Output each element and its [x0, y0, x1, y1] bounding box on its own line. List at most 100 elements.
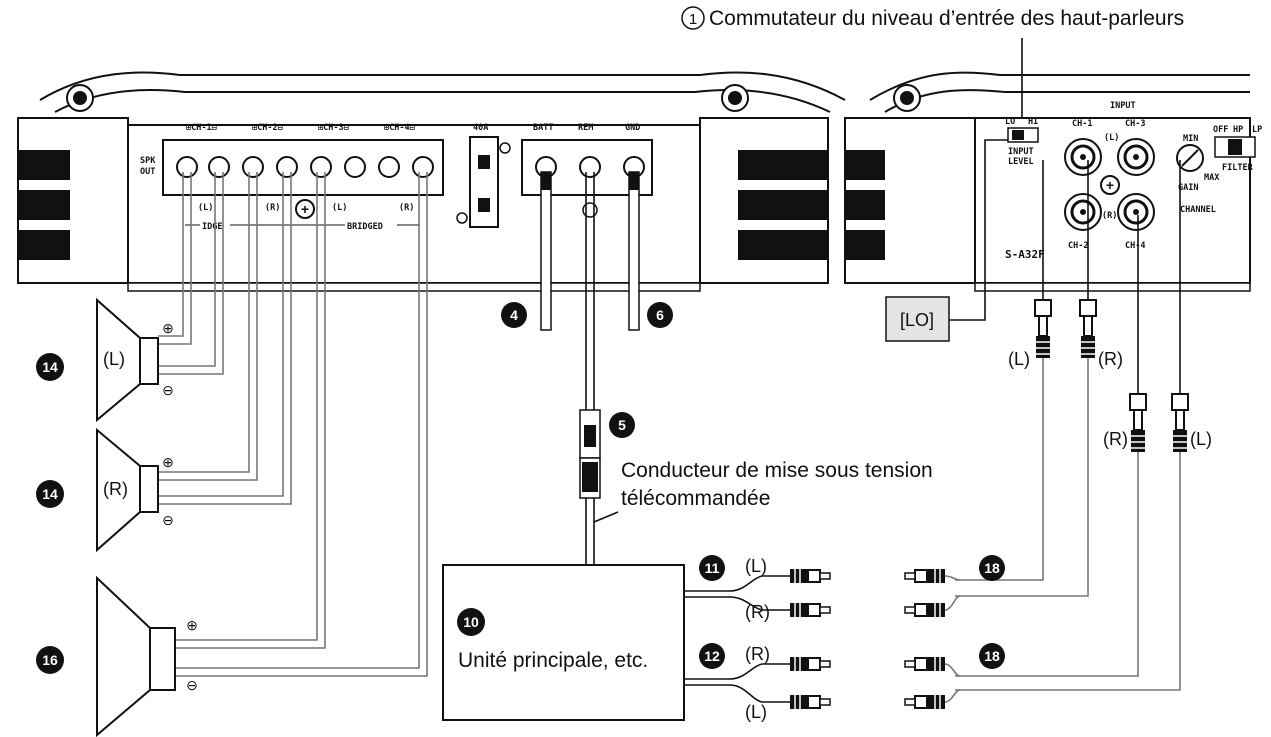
badge-5: 5 — [609, 412, 635, 438]
svg-text:1: 1 — [689, 11, 697, 28]
svg-text:(L): (L) — [745, 556, 767, 576]
filter-switch — [1214, 136, 1256, 158]
svg-text:HI: HI — [1028, 117, 1038, 127]
svg-text:⊞CH-4⊟: ⊞CH-4⊟ — [384, 123, 415, 133]
svg-text:⊞CH-1⊟: ⊞CH-1⊟ — [186, 123, 217, 133]
svg-text:⊕: ⊕ — [162, 454, 174, 470]
svg-text:CHANNEL: CHANNEL — [1180, 205, 1216, 215]
svg-text:(R): (R) — [745, 602, 770, 622]
svg-text:BATT: BATT — [533, 123, 553, 133]
plus-icon: + — [295, 199, 315, 219]
svg-text:11: 11 — [705, 560, 720, 576]
svg-text:14: 14 — [42, 486, 58, 502]
svg-text:Unité principale, etc.: Unité principale, etc. — [458, 649, 648, 672]
power-terminal-block — [535, 156, 645, 178]
svg-text:(R): (R) — [265, 203, 280, 213]
svg-text:CH-4: CH-4 — [1125, 241, 1145, 251]
svg-text:MAX: MAX — [1204, 173, 1219, 183]
svg-text:18: 18 — [984, 560, 1000, 576]
svg-text:LEVEL: LEVEL — [1008, 157, 1034, 167]
svg-text:6: 6 — [656, 307, 664, 323]
svg-text:⊕: ⊕ — [162, 320, 174, 336]
screw-icon — [893, 84, 921, 112]
svg-text:(R): (R) — [745, 644, 770, 664]
svg-text:⊖: ⊖ — [186, 677, 198, 693]
svg-text:+: + — [301, 201, 309, 217]
svg-text:⊞CH-3⊟: ⊞CH-3⊟ — [318, 123, 349, 133]
badge-4: 4 — [501, 302, 527, 328]
badge-14-left: 14 — [36, 353, 64, 381]
svg-text:⊞CH-2⊟: ⊞CH-2⊟ — [252, 123, 283, 133]
rca-input-cables: (L) (R) (R) (L) — [955, 160, 1212, 691]
svg-text:LO: LO — [1005, 117, 1015, 127]
badge-12: 12 — [699, 643, 725, 669]
screw-icon — [721, 84, 749, 112]
svg-text:BRIDGED: BRIDGED — [347, 222, 383, 232]
svg-text:INPUT: INPUT — [1008, 147, 1034, 157]
svg-text:(R): (R) — [103, 479, 128, 499]
badge-14-right: 14 — [36, 480, 64, 508]
svg-text:(R): (R) — [1103, 429, 1128, 449]
svg-text:(R): (R) — [399, 203, 414, 213]
svg-text:IDGE: IDGE — [202, 222, 222, 232]
svg-text:(L): (L) — [198, 203, 213, 213]
svg-text:18: 18 — [984, 648, 1000, 664]
screw-icon — [66, 84, 94, 112]
svg-text:CH-1: CH-1 — [1072, 119, 1092, 129]
svg-text:OUT: OUT — [140, 167, 155, 177]
svg-text:CH-2: CH-2 — [1068, 241, 1088, 251]
svg-text:14: 14 — [42, 359, 58, 375]
badge-11: 11 — [699, 555, 725, 581]
svg-text:⊖: ⊖ — [162, 512, 174, 528]
svg-text:16: 16 — [42, 652, 58, 668]
svg-text:HP: HP — [1233, 125, 1243, 135]
badge-18-bottom: 18 — [979, 643, 1005, 669]
remote-wire-label-line1: Conducteur de mise sous tension — [621, 459, 933, 482]
svg-text:INPUT: INPUT — [1110, 101, 1136, 111]
right-amplifier: LO HI INPUT LEVEL INPUT CH-1 CH-3 (L) (R… — [844, 71, 1262, 292]
svg-text:10: 10 — [463, 614, 479, 630]
svg-text:12: 12 — [704, 648, 720, 664]
svg-text:MIN: MIN — [1183, 134, 1198, 144]
svg-text:GAIN: GAIN — [1178, 183, 1198, 193]
power-wires — [540, 171, 640, 565]
speaker-wires — [158, 172, 428, 677]
svg-text:+: + — [1106, 177, 1114, 193]
badge-6: 6 — [647, 302, 673, 328]
svg-text:4: 4 — [510, 307, 518, 323]
input-level-switch — [1007, 127, 1039, 143]
svg-text:⊖: ⊖ — [162, 382, 174, 398]
svg-text:40A: 40A — [473, 123, 488, 133]
fuse-holder — [456, 136, 511, 228]
svg-text:LP: LP — [1252, 125, 1262, 135]
left-amplifier: ⊞CH-1⊟ ⊞CH-2⊟ ⊞CH-3⊟ ⊞CH-4⊟ SPK OUT (L) … — [17, 71, 846, 292]
plus-icon: + — [1100, 175, 1120, 195]
svg-text:(L): (L) — [332, 203, 347, 213]
svg-text:Commutateur du niveau d’entrée: Commutateur du niveau d’entrée des haut-… — [709, 7, 1184, 30]
head-unit: Unité principale, etc. — [442, 564, 685, 721]
speaker-front-right: (R) ⊕ ⊖ — [96, 427, 174, 553]
svg-text:REM: REM — [578, 123, 593, 133]
badge-16: 16 — [36, 646, 64, 674]
header-callout: 1 Commutateur du niveau d’entrée des hau… — [681, 6, 1184, 125]
svg-text:(L): (L) — [103, 349, 125, 369]
svg-text:(L): (L) — [1104, 133, 1119, 143]
badge-18-top: 18 — [979, 555, 1005, 581]
svg-text:(L): (L) — [1190, 429, 1212, 449]
svg-text:S-A32F: S-A32F — [1005, 248, 1045, 261]
speaker-bridged: ⊕ ⊖ — [96, 575, 198, 737]
remote-wire-label-line2: télécommandée — [621, 487, 770, 510]
svg-text:[LO]: [LO] — [900, 310, 934, 330]
svg-text:⊕: ⊕ — [186, 617, 198, 633]
svg-text:OFF: OFF — [1213, 125, 1228, 135]
speaker-terminal-block — [176, 156, 434, 178]
speaker-front-left: (L) ⊕ ⊖ — [96, 297, 174, 423]
lo-callout: [LO] — [885, 139, 1008, 342]
svg-text:CH-3: CH-3 — [1125, 119, 1145, 129]
svg-text:(R): (R) — [1098, 349, 1123, 369]
svg-text:(L): (L) — [1008, 349, 1030, 369]
svg-text:(R): (R) — [1102, 211, 1117, 221]
badge-10: 10 — [457, 608, 485, 636]
gain-knob — [1176, 144, 1204, 172]
